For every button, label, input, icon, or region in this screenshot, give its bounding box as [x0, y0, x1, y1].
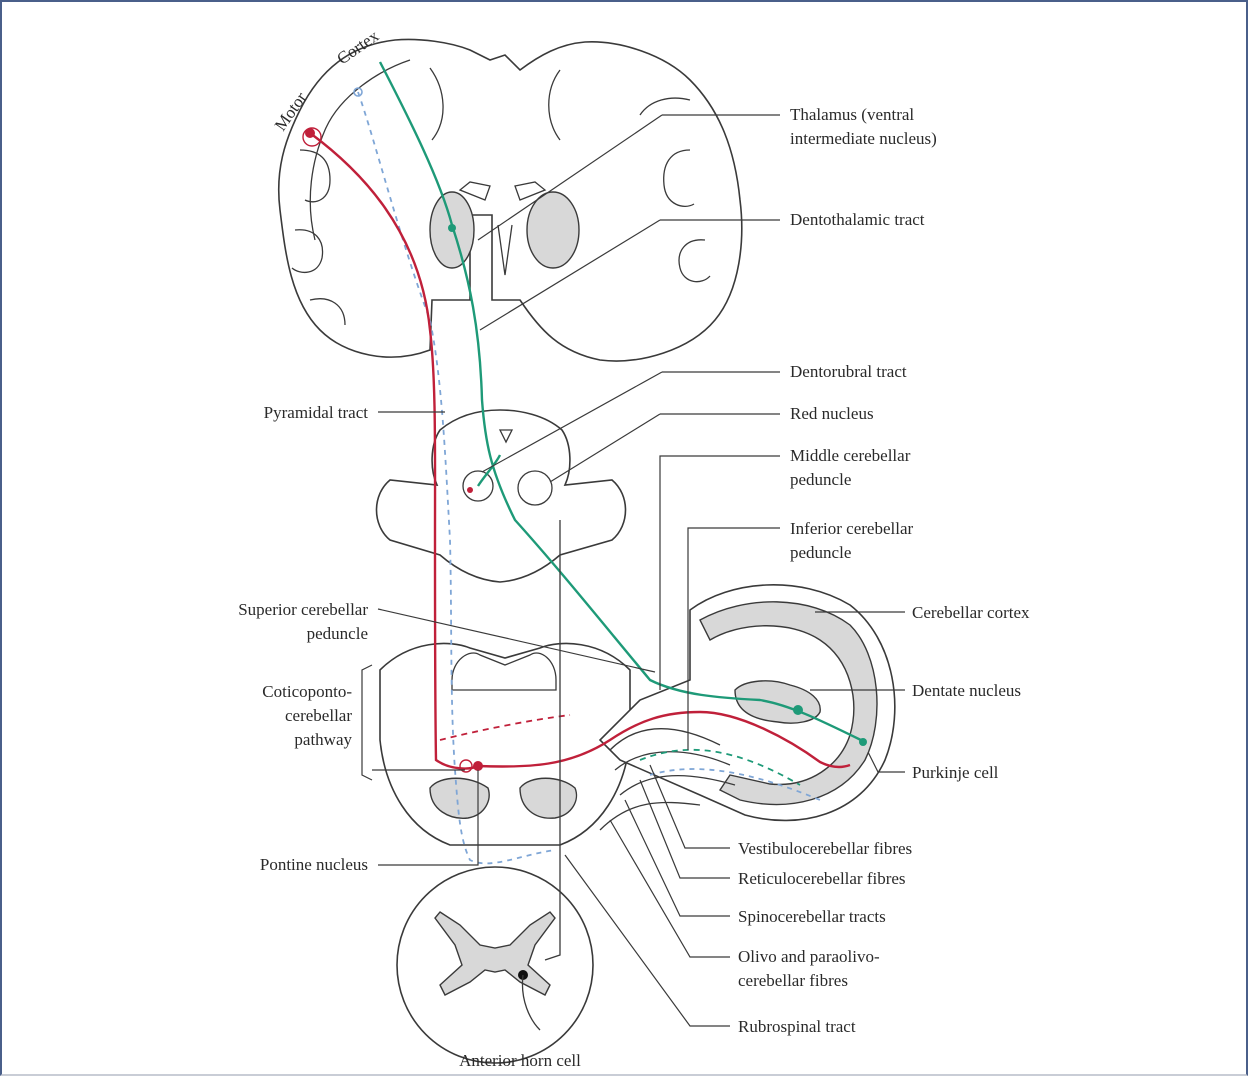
- leader-spino: [625, 800, 730, 916]
- cerebrum-outline: [279, 39, 742, 360]
- label-red-nucleus: Red nucleus: [790, 404, 874, 423]
- label-olivo-2: cerebellar fibres: [738, 971, 848, 990]
- label-thalamus-2: intermediate nucleus): [790, 129, 937, 148]
- spinal-cord-section: [397, 867, 593, 1063]
- label-dentothalamic: Dentothalamic tract: [790, 210, 925, 229]
- label-pyramidal-tract: Pyramidal tract: [264, 403, 369, 422]
- cerebrum-section: [279, 39, 742, 360]
- label-corticoponto-2: cerebellar: [285, 706, 352, 725]
- label-pontine-nucleus: Pontine nucleus: [260, 855, 368, 874]
- label-superior-peduncle-2: peduncle: [307, 624, 368, 643]
- dentate-neuron: [793, 705, 803, 715]
- cerebellum-section: [600, 585, 895, 830]
- purkinje-neuron: [859, 738, 867, 746]
- label-corticoponto-1: Coticoponto-: [262, 682, 352, 701]
- red-nucleus-neuron: [467, 487, 473, 493]
- label-dentorubral: Dentorubral tract: [790, 362, 907, 381]
- leader-olivo: [610, 820, 730, 957]
- label-corticoponto-3: pathway: [294, 730, 352, 749]
- thalamus-right: [527, 192, 579, 268]
- label-cerebellar-cortex: Cerebellar cortex: [912, 603, 1030, 622]
- label-rubrospinal: Rubrospinal tract: [738, 1017, 856, 1036]
- label-superior-peduncle-1: Superior cerebellar: [238, 600, 368, 619]
- label-middle-peduncle-2: peduncle: [790, 470, 851, 489]
- label-anterior-horn-cell: Anterior horn cell: [459, 1051, 581, 1070]
- label-thalamus-1: Thalamus (ventral: [790, 105, 914, 124]
- label-inferior-peduncle-1: Inferior cerebellar: [790, 519, 913, 538]
- label-olivo-1: Olivo and paraolivo-: [738, 947, 880, 966]
- label-inferior-peduncle-2: peduncle: [790, 543, 851, 562]
- pons-outline: [380, 643, 630, 845]
- pontine-neuron: [473, 761, 483, 771]
- thalamus-neuron: [448, 224, 456, 232]
- label-middle-peduncle-1: Middle cerebellar: [790, 446, 911, 465]
- label-dentate-nucleus: Dentate nucleus: [912, 681, 1021, 700]
- pons-section: [380, 643, 630, 845]
- midbrain-outline: [377, 410, 626, 582]
- midbrain-section: [377, 410, 626, 582]
- label-vestibulocerebellar: Vestibulocerebellar fibres: [738, 839, 912, 858]
- label-spinocerebellar: Spinocerebellar tracts: [738, 907, 886, 926]
- corticoponto-bracket: [362, 665, 372, 780]
- label-purkinje-cell: Purkinje cell: [912, 763, 999, 782]
- label-reticulocerebellar: Reticulocerebellar fibres: [738, 869, 906, 888]
- peduncle-fibre-4: [600, 803, 700, 830]
